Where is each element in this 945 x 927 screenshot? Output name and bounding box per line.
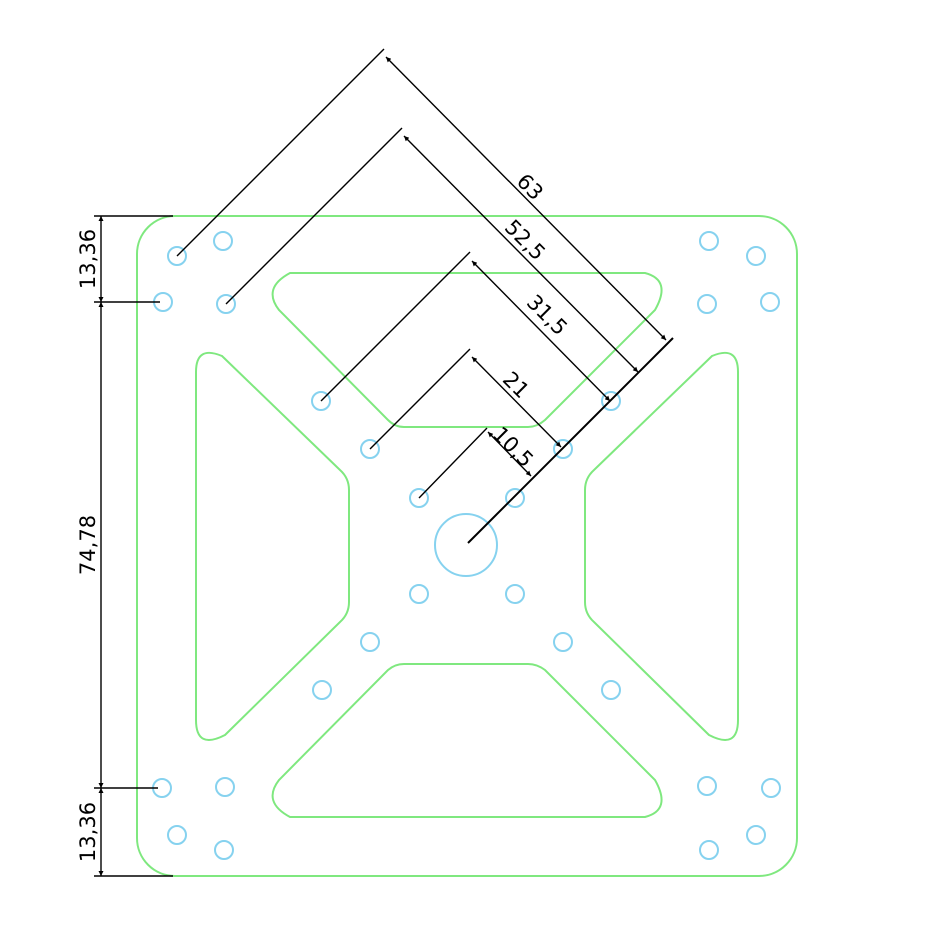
mounting-hole xyxy=(312,680,332,700)
dim-10-5: 10,5 xyxy=(488,422,538,472)
mounting-hole xyxy=(697,294,717,314)
mounting-hole xyxy=(746,246,766,266)
mounting-hole xyxy=(216,294,236,314)
mounting-hole xyxy=(553,439,573,459)
dim-bottom-13-36: 13,36 xyxy=(76,802,100,862)
mounting-hole xyxy=(360,632,380,652)
right-cutout xyxy=(584,351,739,741)
plate-outline xyxy=(136,215,798,877)
dim-63: 63 xyxy=(512,169,548,205)
mounting-hole xyxy=(699,840,719,860)
mounting-hole xyxy=(409,584,429,604)
mounting-holes xyxy=(152,231,781,860)
mounting-hole xyxy=(761,778,781,798)
mounting-hole xyxy=(746,825,766,845)
mounting-hole xyxy=(214,840,234,860)
center-hole xyxy=(434,513,498,577)
dim-middle-74-78: 74,78 xyxy=(76,515,100,575)
mounting-hole xyxy=(601,680,621,700)
bottom-cutout xyxy=(271,663,663,818)
mounting-hole xyxy=(409,488,429,508)
mounting-hole xyxy=(360,439,380,459)
mounting-hole xyxy=(699,231,719,251)
diagonal-dimensions: 63 52,5 31,5 21 10,5 xyxy=(176,48,674,544)
mounting-hole xyxy=(215,777,235,797)
mounting-hole xyxy=(311,391,331,411)
mounting-hole xyxy=(697,776,717,796)
vertical-dimension: 13,36 74,78 13,36 xyxy=(76,215,173,877)
mounting-hole xyxy=(760,292,780,312)
dim-top-13-36: 13,36 xyxy=(76,229,100,289)
mounting-hole xyxy=(167,246,187,266)
mounting-hole xyxy=(505,488,525,508)
mounting-hole xyxy=(167,825,187,845)
mounting-hole xyxy=(553,632,573,652)
dim-21: 21 xyxy=(498,367,534,403)
mounting-hole xyxy=(213,231,233,251)
left-cutout xyxy=(195,351,350,741)
mounting-hole xyxy=(505,584,525,604)
